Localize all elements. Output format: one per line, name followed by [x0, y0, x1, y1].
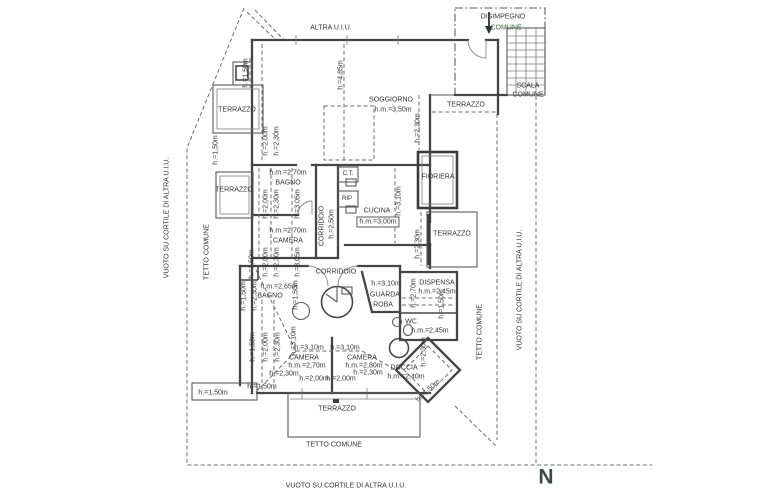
dim-150-b-label: h.=1,50m [247, 383, 277, 391]
compass-n-label: N [538, 465, 554, 489]
cucina-h-label: h.m.=3,00m [356, 216, 400, 228]
vdim-305-a-label: h.=3,05m [294, 189, 302, 219]
ct-box [337, 166, 359, 183]
vdim-230-e-label: h.=2,30m [273, 247, 281, 277]
door-arcs [297, 39, 487, 287]
doccia-label: DOCCIA [390, 364, 418, 372]
bagno-fixture-icon [291, 301, 311, 321]
vdim-230-d-label: h.=2,30m [273, 189, 281, 219]
wc-fixture-icon [402, 323, 414, 337]
guardaroba-h-label: h.=3,10m [371, 280, 401, 288]
tetto-comune-bottom-label: TETTO COMUNE [306, 441, 362, 449]
terrazzo-bottom-label: TERRAZZO [318, 405, 356, 413]
height-zone-dashed-lines [249, 44, 497, 393]
vdim-230-g-label: h.=2,30m [274, 332, 282, 362]
vuoto-bottom-label: VUOTO SU CORTILE DI ALTRA U.I.U. [285, 482, 407, 490]
disimpegno-comune-label: COMUNE [490, 24, 522, 32]
vdim-150-a-label: h.=1,50m [242, 58, 250, 88]
round-fixtures [291, 285, 453, 395]
vdim-200-a-label: h.=2,00m [262, 126, 270, 156]
terraces-and-annexes [191, 61, 478, 438]
vdim-150-d-label: h.=1,50m [248, 249, 256, 279]
vuoto-left-label: VUOTO SU CORTILE DI ALTRA U.I.U. [163, 157, 171, 279]
altra-uiu-label: ALTRA U.I.U. [310, 24, 352, 32]
vdim-485-label: h.=4,85m [337, 60, 345, 90]
fioriera-box [416, 150, 459, 210]
stair-hatch-icon [507, 28, 545, 95]
entrance-arrow-icon [485, 12, 493, 34]
small-knob-icon [391, 316, 403, 328]
camera2-label: CAMERA [289, 354, 319, 362]
vdim-200-c-label: h.=2,00m [262, 247, 270, 277]
scala-label: SCALA [516, 82, 540, 90]
vdim-150-e-label: h.=1,50m [240, 281, 248, 311]
vdim-305-b-label: h.=3,05m [294, 247, 302, 277]
terrazzo-right-label: TERRAZZO [433, 230, 471, 238]
rip-box [337, 190, 359, 208]
dim-310-b-label: h.=3,10m [330, 344, 360, 352]
dispensa-label: DISPENSA [419, 279, 455, 287]
vdim-310-cucina-label: h.=3,10m [395, 186, 403, 216]
camera1-h-label: h.m.=2,70m [269, 227, 307, 235]
corridoio-1-h-label: h.=2,50m [328, 209, 336, 239]
terrazzo-left-label: TERRAZZO [215, 186, 253, 194]
terrace-bottom [287, 392, 421, 438]
corridoio-1-label: CORRIDOIO [318, 205, 326, 247]
doccia-h-label: h.m.=2,40m [387, 373, 425, 381]
common-stair-block [453, 7, 546, 97]
disimpegno-label: DISIMPEGNO [480, 13, 526, 21]
terrazzo-top-left-label: TERRAZZO [218, 106, 256, 114]
bagno1-h-label: h.m.=2,70m [269, 169, 307, 177]
bagno1-label: BAGNO [275, 179, 301, 187]
fioriera-label: FIORIERA [421, 173, 455, 181]
dispensa-h-label: h.m.=2,45m [418, 288, 456, 296]
tetto-comune-left-label: TETTO COMUNE [203, 224, 211, 280]
tetto-comune-right-label: TETTO COMUNE [476, 304, 484, 360]
vdim-230-c-label: h.=2,30m [273, 126, 281, 156]
dim-230-a-label: h.=2,30m [269, 370, 299, 378]
dim-310-a-label: h.=3,10m [294, 344, 324, 352]
vdim-200-d-label: h.=2,00m [262, 332, 270, 362]
guardaroba-1-label: GUARDA [370, 291, 400, 299]
bagno2-label: BAGNO [257, 292, 283, 300]
vdim-150-f-label: h.=1,50m [292, 280, 300, 310]
vdim-150-c-label: h.=1,50m [212, 135, 220, 165]
vdim-200-b-label: h.=2,00m [262, 189, 270, 219]
wc-label: WC [405, 318, 417, 326]
wc-h-label: h.m.=2,45m [411, 327, 449, 335]
terrazzo-top-right-label: TERRAZZO [447, 101, 485, 109]
vuoto-right-label: VUOTO SU CORTILE DI ALTRA U.I.U. [516, 229, 524, 351]
camera3-h-label: h.m.=2,80m [345, 362, 383, 370]
dim-230-b-label: h.=2,30m [353, 369, 383, 377]
ct-label: C.T. [342, 171, 354, 177]
soggiorno-dashed-square [323, 105, 375, 161]
scala-comune-label: COMUNE [512, 91, 544, 99]
corridor-circle-icon [320, 285, 354, 319]
cucina-label: CUCINA [363, 207, 391, 215]
dim-200-a-label: h.=2,00m [299, 375, 329, 383]
vdim-150-h-label: h.=1,50m [438, 289, 446, 319]
soggiorno-label: SOGGIORNO [369, 96, 413, 104]
vdim-270-label: h.=2,70m [410, 278, 418, 308]
doccia-fixture-icon [388, 337, 410, 359]
dim-200-b-label: h.=2,00m [326, 375, 356, 383]
guardaroba-2-label: ROBA [373, 301, 393, 309]
vdim-230-mid-label: h.=2,30m [414, 229, 422, 259]
vdim-230-doccia-label: h.=2,30m [420, 337, 428, 367]
camera2-h-label: h.m.=2,70m [288, 362, 326, 370]
boundary-dashed-lines [186, 7, 652, 466]
corridoio-2-label: CORRIDOIO [315, 268, 357, 276]
camera3-label: CAMERA [347, 354, 377, 362]
vdim-310-c-label: h.=3,10m [290, 326, 298, 356]
soggiorno-h-label: h.m.=3,50m [374, 106, 412, 114]
bagno2-h-label: h.m.=2,65m [260, 283, 298, 291]
dim-150-a-label: h.=1,50m [198, 389, 228, 397]
vdim-230-tr-label: h.=2,30m [414, 113, 422, 143]
vdim-230-f-label: h.=2,30m [251, 281, 259, 311]
vdim-150-g-label: h.=1,50m [249, 332, 257, 362]
rip-label: RIP [341, 196, 353, 202]
camera1-label: CAMERA [273, 237, 303, 245]
